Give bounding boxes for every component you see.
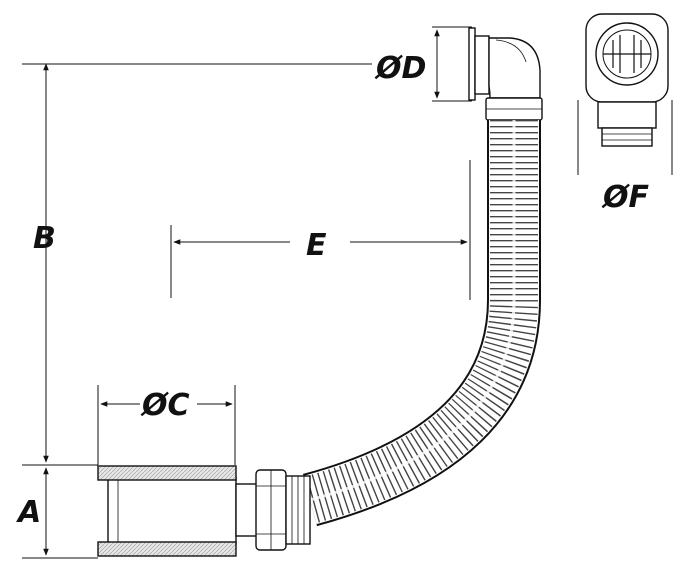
label-a: A bbox=[16, 495, 41, 530]
hose-centre-line bbox=[309, 120, 516, 502]
overflow-elbow-body bbox=[488, 37, 541, 99]
overflow-front-view bbox=[585, 13, 669, 147]
waste-body bbox=[97, 465, 311, 557]
overflow-elbow bbox=[468, 27, 543, 121]
label-d: ØD bbox=[374, 51, 426, 86]
flexible-hose bbox=[302, 120, 541, 527]
label-f: ØF bbox=[601, 180, 650, 215]
waste-body-column bbox=[107, 477, 237, 545]
waste-top-flange bbox=[97, 465, 237, 481]
label-e: E bbox=[306, 228, 327, 263]
overflow-flange bbox=[468, 27, 476, 101]
waste-side-outlet bbox=[235, 483, 259, 537]
waste-bottom-flange bbox=[97, 541, 237, 557]
dimension-lines bbox=[22, 26, 673, 559]
hose-body bbox=[303, 120, 539, 525]
overflow-collar bbox=[474, 35, 490, 95]
overflow-front-thread bbox=[601, 127, 653, 147]
overflow-front-neck bbox=[597, 101, 657, 129]
label-c: ØC bbox=[140, 388, 190, 423]
overflow-grille bbox=[603, 35, 651, 73]
label-b: B bbox=[33, 221, 56, 256]
